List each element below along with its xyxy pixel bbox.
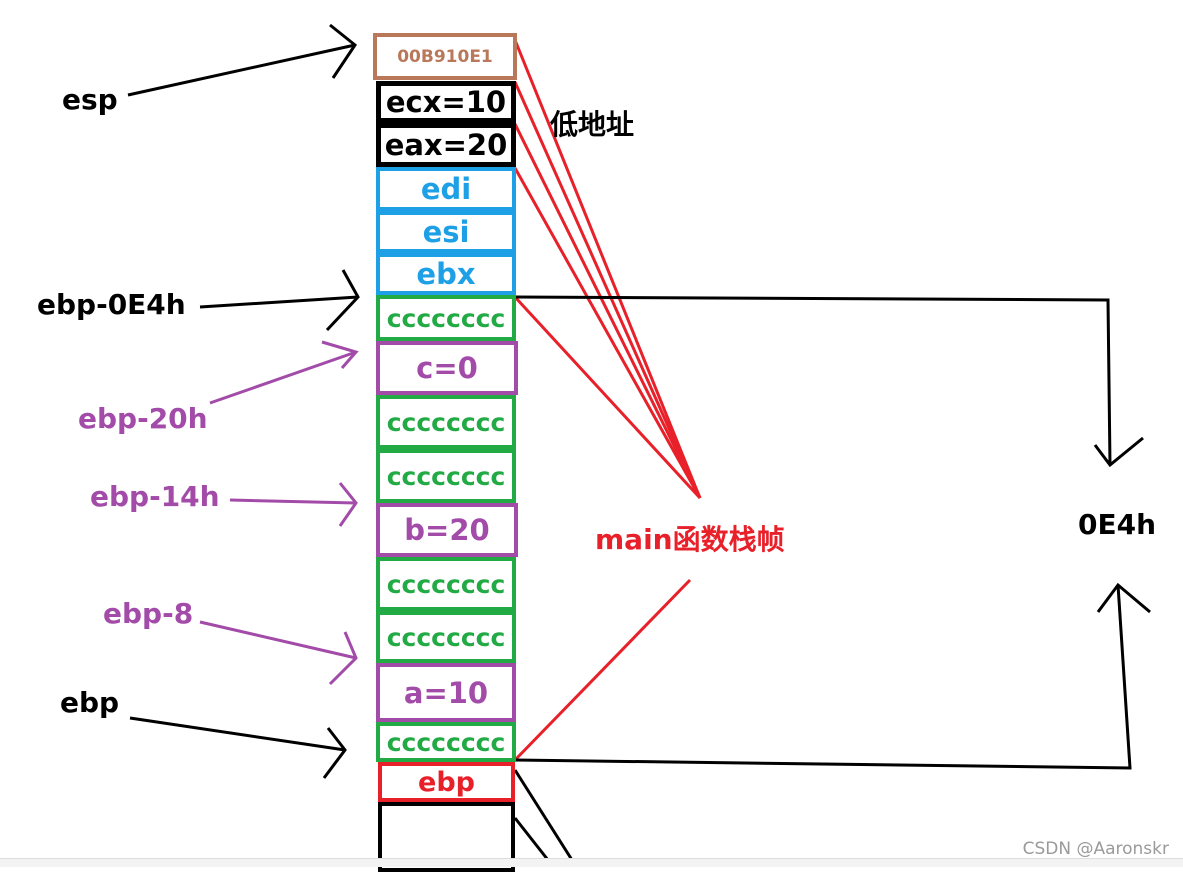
label-ebp-0e4h: ebp-0E4h — [37, 288, 186, 321]
ebp-0e4h-arrow — [199, 269, 360, 332]
stack-cell: c=0 — [376, 341, 518, 395]
label-ebp-14h: ebp-14h — [90, 480, 220, 513]
stack-cell: cccccccc — [376, 611, 516, 663]
red-line-ebp — [513, 578, 692, 762]
stack-cell: edi — [376, 167, 516, 211]
ebp-arrow — [129, 716, 347, 779]
ebp-14h-arrow — [229, 482, 358, 527]
label-main-frame: main函数栈帧 — [595, 523, 785, 556]
label-low-address: 低地址 — [550, 108, 635, 141]
label-ebp-20h: ebp-20h — [78, 402, 208, 435]
label-esp: esp — [62, 83, 118, 116]
label-size-0e4h: 0E4h — [1078, 508, 1157, 541]
stack-cell: b=20 — [376, 503, 518, 557]
size-bracket — [514, 295, 1151, 770]
watermark: CSDN @Aaronskr — [1022, 839, 1169, 859]
stack-cell: cccccccc — [376, 722, 516, 762]
ebp-8-arrow — [199, 620, 358, 686]
stack-cell: a=10 — [376, 663, 516, 722]
stack-cell: cccccccc — [376, 557, 516, 611]
red-line-eax — [513, 123, 702, 499]
stack-cell: 00B910E1 — [373, 33, 517, 80]
ebp-20h-arrow — [209, 340, 359, 405]
red-line-ecx — [513, 81, 702, 499]
stack-cell: eax=20 — [376, 123, 516, 167]
stack-cell: ebx — [376, 253, 516, 295]
main-frame-connector-lines — [513, 39, 702, 762]
stack-cell: esi — [376, 211, 516, 253]
stack-cell: cccccccc — [376, 395, 516, 449]
stack-cell: ebp — [378, 762, 515, 802]
stack-cell: cccccccc — [376, 295, 516, 341]
stack-cell: ecx=10 — [376, 81, 516, 123]
red-line-edi — [513, 167, 702, 499]
esp-arrow — [127, 23, 358, 97]
previous-frame-lines — [513, 769, 574, 861]
red-line-00b910e1 — [513, 39, 702, 499]
bottom-scroll-strip — [0, 858, 1183, 867]
stack-cell: cccccccc — [376, 449, 516, 503]
label-ebp: ebp — [60, 686, 120, 719]
red-line-ebp-0e4h — [513, 295, 702, 500]
label-ebp-8: ebp-8 — [103, 597, 194, 630]
